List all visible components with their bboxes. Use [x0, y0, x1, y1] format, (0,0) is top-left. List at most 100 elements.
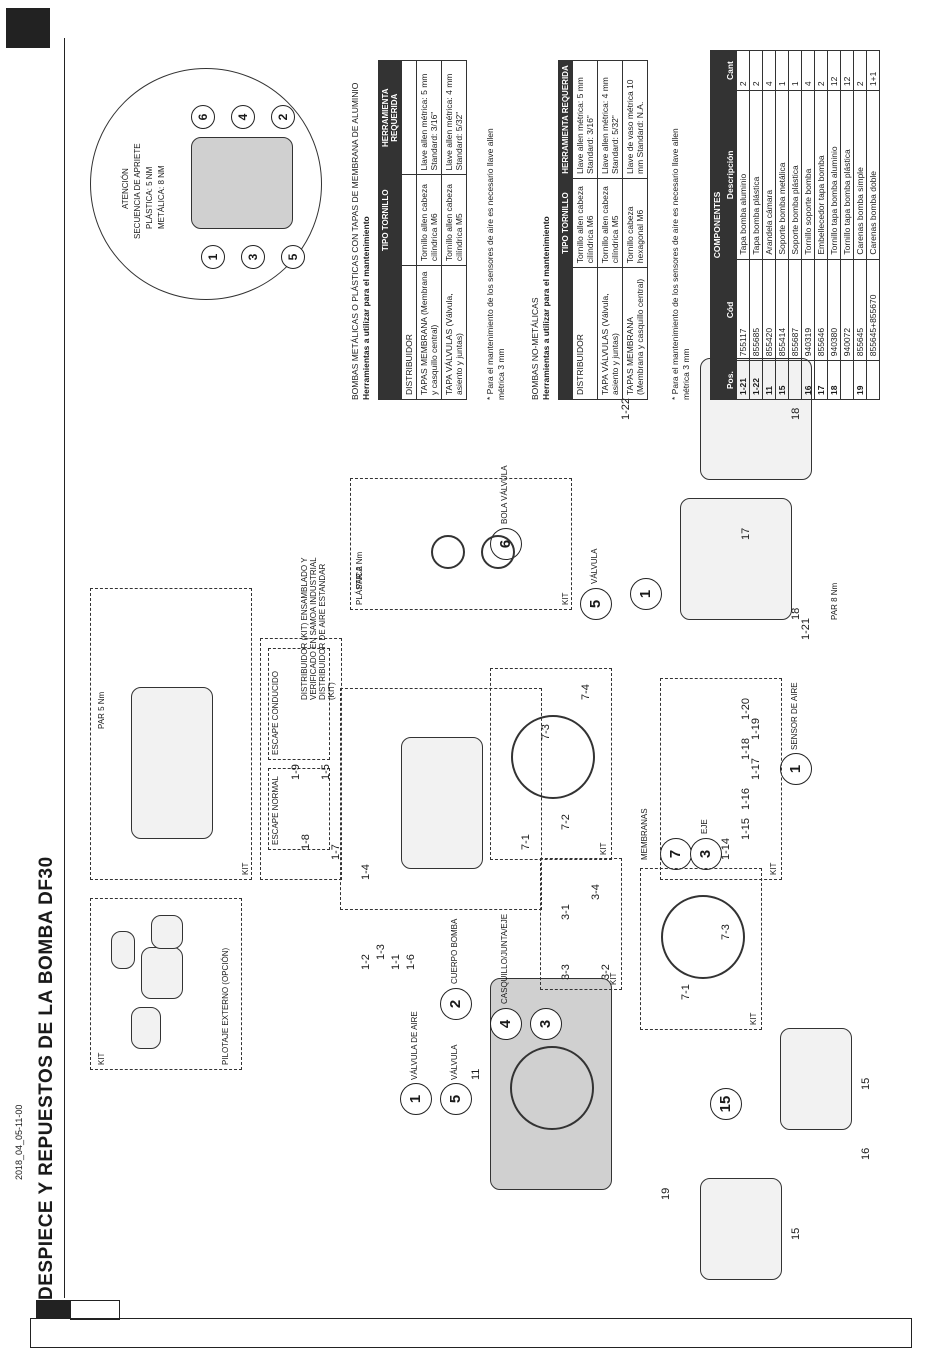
part-label: 7-1 — [520, 834, 532, 850]
cell: Soporte bomba plástica — [788, 90, 802, 260]
plate-part-2 — [151, 915, 183, 949]
sequence-number: 1 — [201, 245, 225, 269]
part-label: 1-17 — [750, 757, 762, 780]
cell: Llave allen métrica: 4 mm Standard: 5/32… — [441, 60, 467, 175]
cell: 855414 — [775, 259, 789, 361]
metal-heading-text: BOMBAS METÁLICAS O PLÁSTICAS CON TAPAS D… — [350, 82, 360, 400]
part-label: 1-3 — [375, 944, 387, 960]
callout-circle: 2 — [440, 988, 472, 1020]
part-label: 7-3 — [540, 724, 552, 740]
cell: 4 — [762, 50, 776, 91]
valve-ring — [431, 535, 465, 569]
part-label: 15 — [790, 1227, 802, 1240]
cell: Llave allen métrica: 5 mm Standard: 3/16… — [416, 60, 442, 175]
cell: 855420 — [762, 259, 776, 361]
cell: 1-22 — [749, 360, 763, 400]
page-tab-marker — [6, 8, 50, 48]
cell: 4 — [801, 50, 815, 91]
kit-label: KIT — [97, 1052, 106, 1065]
escape-normal-box: ESCAPE NORMAL — [268, 768, 330, 850]
escape-normal-label: ESCAPE NORMAL — [271, 776, 280, 845]
sequence-number: 3 — [241, 245, 265, 269]
part-label: 1-18 — [740, 737, 752, 760]
par8-label: PAR 8 Nm — [830, 582, 839, 620]
cell: Tornillo allen cabeza cilíndrica M6 — [416, 174, 442, 266]
callout-circle: 1 — [780, 753, 812, 785]
cell — [401, 174, 417, 266]
col-header: Cant — [723, 50, 737, 91]
part-label: 1-2 — [360, 954, 372, 970]
col-header — [378, 265, 402, 400]
part-label: 3-4 — [590, 884, 602, 900]
part-label: 1-20 — [740, 697, 752, 720]
footer-marker-outline — [70, 1300, 120, 1320]
part-label: 1-9 — [290, 764, 302, 780]
kit-label: KIT — [561, 592, 570, 605]
col-header: Cód — [723, 259, 737, 361]
page-title: DESPIECE Y REPUESTOS DE LA BOMBA DF30 — [36, 856, 57, 1300]
pump-port — [510, 1046, 594, 1130]
kit-label: KIT — [749, 1012, 758, 1025]
cell: 755117 — [736, 259, 750, 361]
cell: TAPAS MEMBRANA (Membrana y casquillo cen… — [622, 267, 648, 400]
callout-circle: 1 — [630, 578, 662, 610]
cell: DISTRIBUIDOR — [572, 267, 598, 400]
callout-circle: 3 — [530, 1008, 562, 1040]
pilotaje-label: PILOTAJE EXTERNO (OPCIÓN) — [221, 947, 230, 1065]
cell: Carenas bomba doble — [866, 90, 880, 260]
cell: 2 — [853, 50, 867, 91]
cell: 17 — [814, 360, 828, 400]
part-label: 1-4 — [360, 864, 372, 880]
cell: 2 — [736, 50, 750, 91]
callout-label: VÁLVULA — [450, 1044, 459, 1080]
par5-label: PAR 5 Nm — [97, 691, 106, 729]
kit-label: KIT — [599, 842, 608, 855]
support-bracket-2 — [780, 1028, 852, 1130]
cell: TAPA VÁLVULAS (Válvula, asiento y juntas… — [597, 267, 623, 400]
attention-circle: ATENCIÓN SECUENCIA DE APRIETE PLÁSTICA: … — [90, 68, 322, 300]
plate-part — [141, 947, 183, 999]
part-label: 17 — [740, 527, 752, 540]
cell: 940072 — [840, 259, 854, 361]
distributor-kit-box: KIT PAR 5 Nm — [90, 588, 252, 880]
footer-marker — [36, 1300, 70, 1318]
cell: Carenas bomba simple — [853, 90, 867, 260]
cell: DISTRIBUIDOR — [401, 265, 417, 400]
membrane-ring-2 — [661, 895, 745, 979]
cell: 11 — [762, 360, 776, 400]
doc-date: 2018_04_05-11-00 — [14, 1104, 24, 1180]
cell: 12 — [840, 50, 854, 91]
col-header: HERRAMIENTA REQUERIDA — [378, 60, 402, 175]
part-label: 18 — [790, 607, 802, 620]
callout-circle: 5 — [440, 1083, 472, 1115]
callout-label: VÁLVULA DE AIRE — [410, 1011, 419, 1080]
part-label: 1-22 — [620, 397, 632, 420]
components-table: COMPONENTES Pos. Cód Descripción Cant 1-… — [710, 50, 880, 400]
kit-label: KIT — [769, 862, 778, 875]
cell: 1+1 — [866, 50, 880, 91]
metal-tools-heading: BOMBAS METÁLICAS O PLÁSTICAS CON TAPAS D… — [350, 60, 372, 400]
col-header: TIPO TORNILLO — [558, 178, 573, 268]
attention-line: PLÁSTICA: 5 NM — [145, 166, 154, 229]
callout-circle: 5 — [580, 588, 612, 620]
cell: 855645+855670 — [866, 259, 880, 361]
col-header: TIPO TORNILLO — [378, 174, 402, 266]
components-title: COMPONENTES — [710, 50, 724, 400]
cell — [840, 360, 854, 400]
cell — [788, 360, 802, 400]
part-label: 15 — [860, 1077, 872, 1090]
callout-circle: 15 — [710, 1088, 742, 1120]
kit-label: KIT — [241, 862, 250, 875]
nonmetal-heading-text: BOMBAS NO-METÁLICAS — [530, 297, 540, 401]
part-label: 1-19 — [750, 717, 762, 740]
cell: 18 — [827, 360, 841, 400]
metal-tools-note: * Para el mantenimiento de los sensores … — [485, 128, 506, 400]
sequence-number: 4 — [231, 105, 255, 129]
sequence-number: 2 — [271, 105, 295, 129]
